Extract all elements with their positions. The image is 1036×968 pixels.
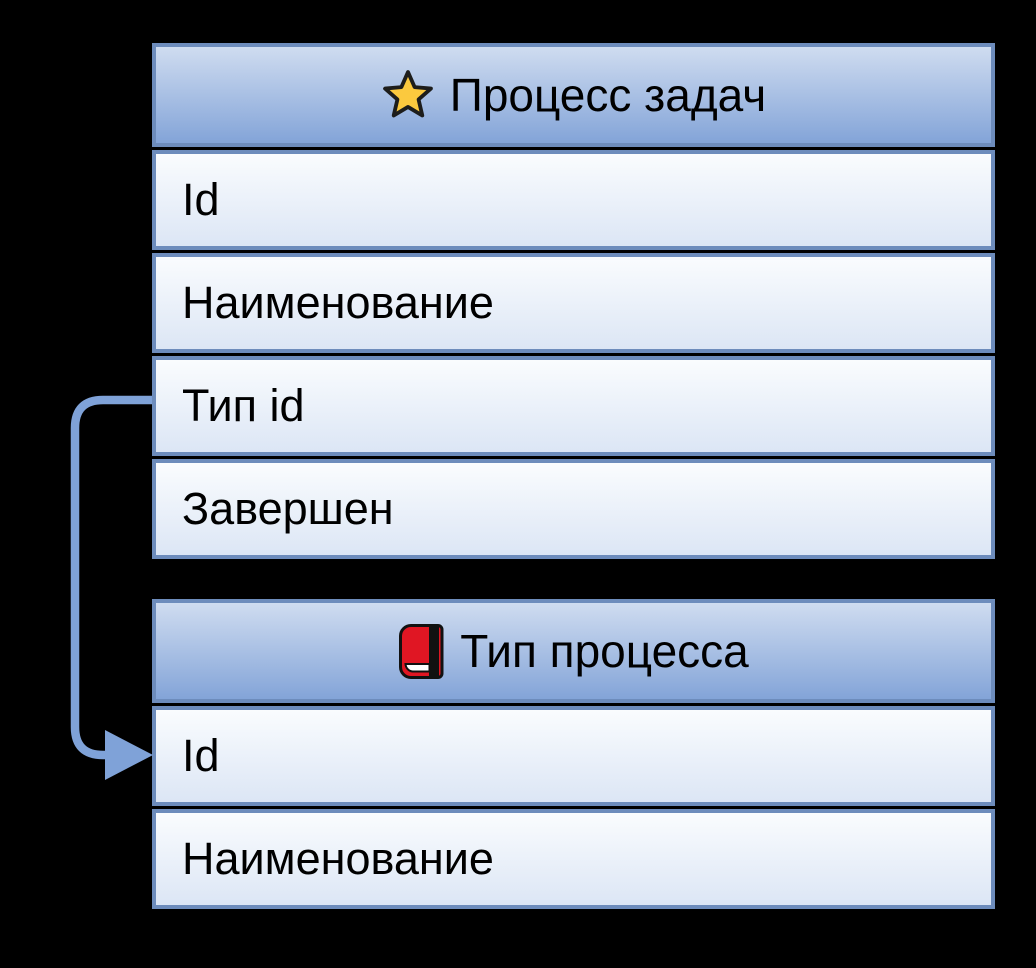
row-label: Наименование (182, 277, 494, 328)
entity-process-tasks[interactable]: Процесс задач Id Наименование Тип id Зав… (152, 43, 995, 559)
row-name[interactable]: Наименование (152, 253, 995, 353)
row-completed[interactable]: Завершен (152, 459, 995, 559)
row-label: Тип id (182, 380, 305, 431)
row-id[interactable]: Id (152, 706, 995, 806)
entity-process-tasks-header[interactable]: Процесс задач (152, 43, 995, 147)
star-icon (382, 70, 433, 118)
connector-line (70, 395, 152, 760)
connector-arrowhead-icon (105, 730, 153, 780)
entity-title: Процесс задач (449, 69, 767, 121)
row-label: Id (182, 174, 220, 225)
row-type-id[interactable]: Тип id (152, 356, 995, 456)
row-label: Id (182, 730, 220, 781)
row-label: Наименование (182, 833, 494, 884)
book-icon (399, 623, 444, 679)
row-name[interactable]: Наименование (152, 809, 995, 909)
entity-process-type-header[interactable]: Тип процесса (152, 599, 995, 703)
entity-title: Тип процесса (460, 625, 749, 677)
row-label: Завершен (182, 483, 394, 534)
row-id[interactable]: Id (152, 150, 995, 250)
entity-process-type[interactable]: Тип процесса Id Наименование (152, 599, 995, 909)
